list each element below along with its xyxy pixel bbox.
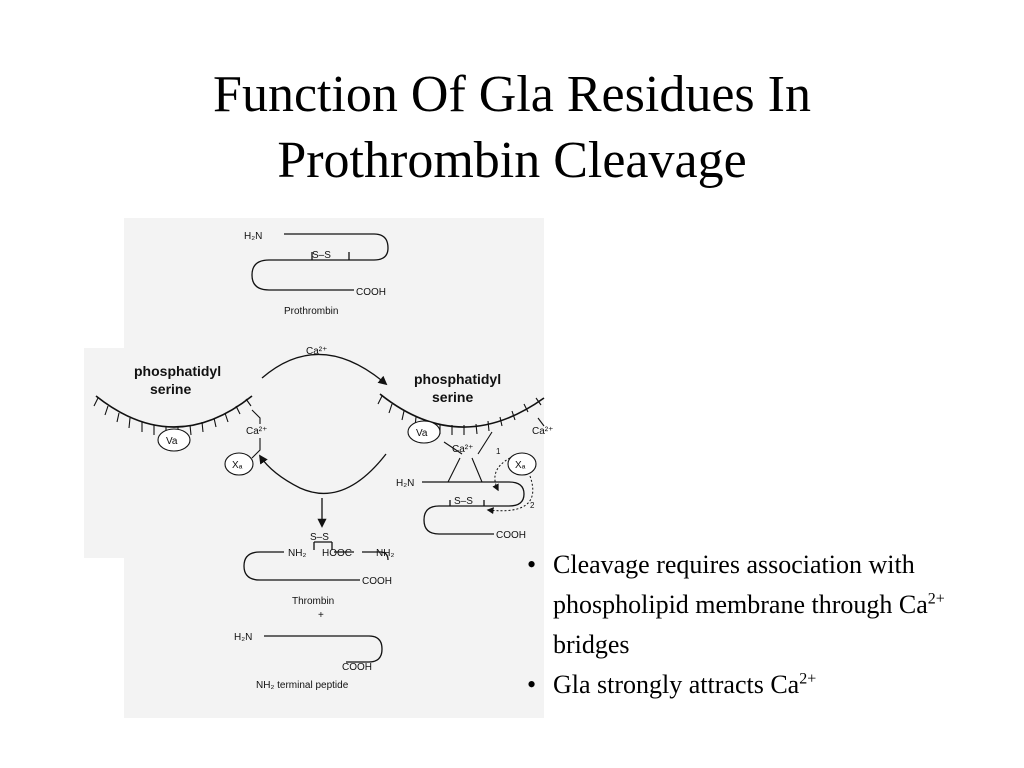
thrombin-label: Thrombin <box>292 596 334 607</box>
left-xa-label: Xₐ <box>232 460 243 471</box>
step-1-label: 1 <box>496 447 501 456</box>
bullet-1-after: bridges <box>553 630 630 659</box>
bullet-1-superscript: 2+ <box>927 590 945 608</box>
plus-label: + <box>318 610 324 621</box>
thrombin-molecule <box>243 541 389 581</box>
left-serine-label: serine <box>150 381 191 397</box>
bullet-list: • Cleavage requires association with pho… <box>527 545 1007 705</box>
bound-prothrombin-molecule <box>422 481 525 535</box>
prothrombin-molecule <box>251 233 389 291</box>
right-ca-label: Ca²⁺ <box>452 444 473 455</box>
bullet-2-superscript: 2+ <box>799 670 817 688</box>
cleavage-step-1-arrow <box>492 457 511 492</box>
left-phosphatidyl-label: phosphatidyl <box>134 363 221 379</box>
thrombin-nh2-right-label: NH₂ <box>376 548 394 559</box>
title-line-2: Prothrombin Cleavage <box>277 132 747 189</box>
title-line-1: Function Of Gla Residues In <box>213 66 811 123</box>
left-ca-label: Ca²⁺ <box>246 426 267 437</box>
scan-background <box>124 218 544 718</box>
peptide-h2n-label: H₂N <box>234 632 252 643</box>
thrombin-nh2-label: NH₂ <box>288 548 306 559</box>
left-ca-bridge-line <box>251 409 261 424</box>
bound-ss-label: S–S <box>454 496 473 507</box>
top-ca-label: Ca²⁺ <box>306 346 327 357</box>
right-xa-label: Xₐ <box>515 460 526 471</box>
nh2-terminal-peptide <box>264 635 383 663</box>
diagram-svg: H₂N S–S COOH Prothrombin Ca²⁺ phosphatid… <box>84 218 553 718</box>
right-ca-bridge-lines <box>443 431 493 455</box>
prothrombin-h2n-label: H₂N <box>244 231 262 242</box>
right-phosphatidyl-label: phosphatidyl <box>414 371 501 387</box>
bullet-1-text: Cleavage requires association with phosp… <box>553 550 928 619</box>
right-va-circle <box>407 420 441 444</box>
peptide-label: NH₂ terminal peptide <box>256 680 349 691</box>
right-top-ca-line <box>537 417 545 427</box>
prothrombin-cooh-label: COOH <box>356 287 386 298</box>
bullet-item-1: • Cleavage requires association with pho… <box>527 545 1007 665</box>
right-serine-label: serine <box>432 389 473 405</box>
right-top-ca-label: Ca²⁺ <box>532 426 553 437</box>
prothrombin-label: Prothrombin <box>284 306 338 317</box>
bound-cooh-label: COOH <box>496 530 526 541</box>
left-xa-link <box>251 438 261 459</box>
thrombin-hooc-label: HOOC <box>322 548 352 559</box>
left-va-label: Va <box>166 436 178 447</box>
peptide-cooh-label: COOH <box>342 662 372 673</box>
right-va-label: Va <box>416 428 428 439</box>
cleavage-return-arrow <box>258 453 387 495</box>
step-2-label: 2 <box>530 501 535 510</box>
thrombin-ss-label: S–S <box>310 532 329 543</box>
scan-background-left <box>84 348 124 558</box>
right-xa-circle <box>507 452 537 476</box>
prothrombin-ss-label: S–S <box>312 250 331 261</box>
bullet-item-2: • Gla strongly attracts Ca2+ <box>527 665 1007 705</box>
bullet-glyph: • <box>527 670 537 699</box>
bullet-2-text: Gla strongly attracts Ca <box>553 670 800 699</box>
thrombin-cooh-label: COOH <box>362 576 392 587</box>
right-ca-chain-lines <box>447 457 483 483</box>
bullet-glyph: • <box>527 550 537 579</box>
slide-title: Function Of Gla Residues In Prothrombin … <box>0 62 1024 194</box>
bound-h2n-label: H₂N <box>396 478 414 489</box>
left-xa-circle <box>224 452 254 476</box>
prothrombin-cleavage-diagram: H₂N S–S COOH Prothrombin Ca²⁺ phosphatid… <box>84 218 564 718</box>
prothrombin-binding-arrow <box>261 353 388 386</box>
left-va-circle <box>157 428 191 452</box>
